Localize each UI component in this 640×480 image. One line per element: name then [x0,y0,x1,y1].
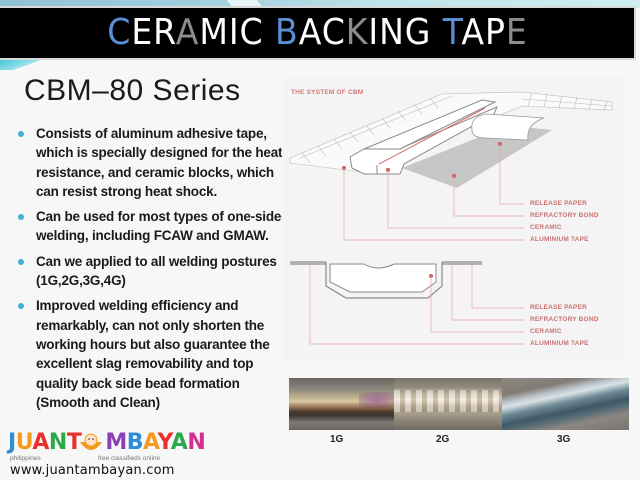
brand-tagline-right: free classifieds online [98,455,161,462]
bullet-text: Can be used for most types of one-sided … [36,209,290,244]
title-segment: AP [460,12,506,53]
label-ceramic: CERAMIC [530,328,562,335]
photo-label-3g: 3G [557,434,571,445]
label-refractory-bond: REFRACTORY BOND [530,212,599,219]
brand-letter: A [143,430,158,455]
brand-letter: A [170,430,188,455]
brand-letter: N [187,430,206,455]
list-item: Consists of aluminum adhesive tape, whic… [18,124,290,201]
bullet-text: Improved welding efficiency and remarkab… [36,298,270,410]
brand-url: www.juantambayan.com [10,463,175,478]
photo-label-1g: 1G [330,434,344,445]
brand-letter: U [15,430,33,455]
brand-letter: Y [157,430,171,455]
bullet-text: Consists of aluminum adhesive tape, whic… [36,126,283,199]
page-title: CERAMIC BACKING TAPE [107,15,527,51]
brand-letter: A [32,430,49,455]
title-segment: ING [367,12,443,53]
bullet-icon [18,214,24,221]
list-item: Improved welding efficiency and remarkab… [18,296,290,412]
title-bar: CERAMIC BACKING TAPE [0,6,636,60]
title-segment: C [106,12,131,53]
weld-photo-2g [394,378,502,430]
series-title: CBM–80 Series [24,74,241,107]
title-segment: ER [130,12,176,53]
label-release-paper: RELEASE PAPER [530,200,588,207]
brand-letter: B [126,430,144,455]
title-segment: K [345,12,368,53]
mascot-icon [80,433,102,450]
label-refractory-bond: REFRACTORY BOND [530,316,599,323]
bullet-icon [18,303,24,310]
label-aluminium-tape: ALUMINIUM TAPE [530,236,589,243]
brand-letter: T [66,430,82,455]
weld-photo-3g [502,378,629,430]
photo-label-2g: 2G [436,434,450,445]
label-release-paper: RELEASE PAPER [530,304,588,311]
top-decorative-band [0,0,640,8]
diagram-title: THE SYSTEM OF CBM [291,89,364,96]
title-segment: MIC [198,12,275,53]
bullet-icon [18,258,24,265]
label-ceramic: CERAMIC [530,224,562,231]
brand-letter: J [8,430,16,455]
label-aluminium-tape: ALUMINIUM TAPE [530,340,589,347]
title-segment: AC [298,12,346,53]
cbm-system-diagram: THE SYSTEM OF CBM [282,78,624,360]
weld-photo-strip [289,378,629,430]
list-item: Can we applied to all welding postures (… [18,252,290,291]
title-segment: A [175,12,199,53]
title-segment: B [274,12,299,53]
brand-letter: N [48,430,67,455]
bullet-text: Can we applied to all welding postures (… [36,253,277,289]
weld-photo-1g [289,378,394,430]
brand-letter: M [105,430,127,455]
cbm-illustration [289,91,613,345]
bullet-icon [18,131,24,137]
title-segment: T [442,12,461,53]
feature-list: Consists of aluminum adhesive tape, whic… [18,124,290,418]
title-segment: E [505,12,528,53]
brand-tagline-left: philippines [10,455,41,462]
list-item: Can be used for most types of one-sided … [18,207,290,246]
corner-accent [0,60,40,70]
